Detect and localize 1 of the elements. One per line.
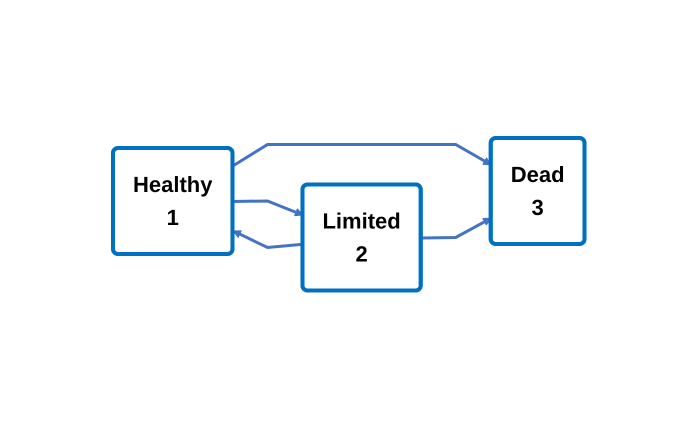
arrow	[232, 230, 304, 249]
